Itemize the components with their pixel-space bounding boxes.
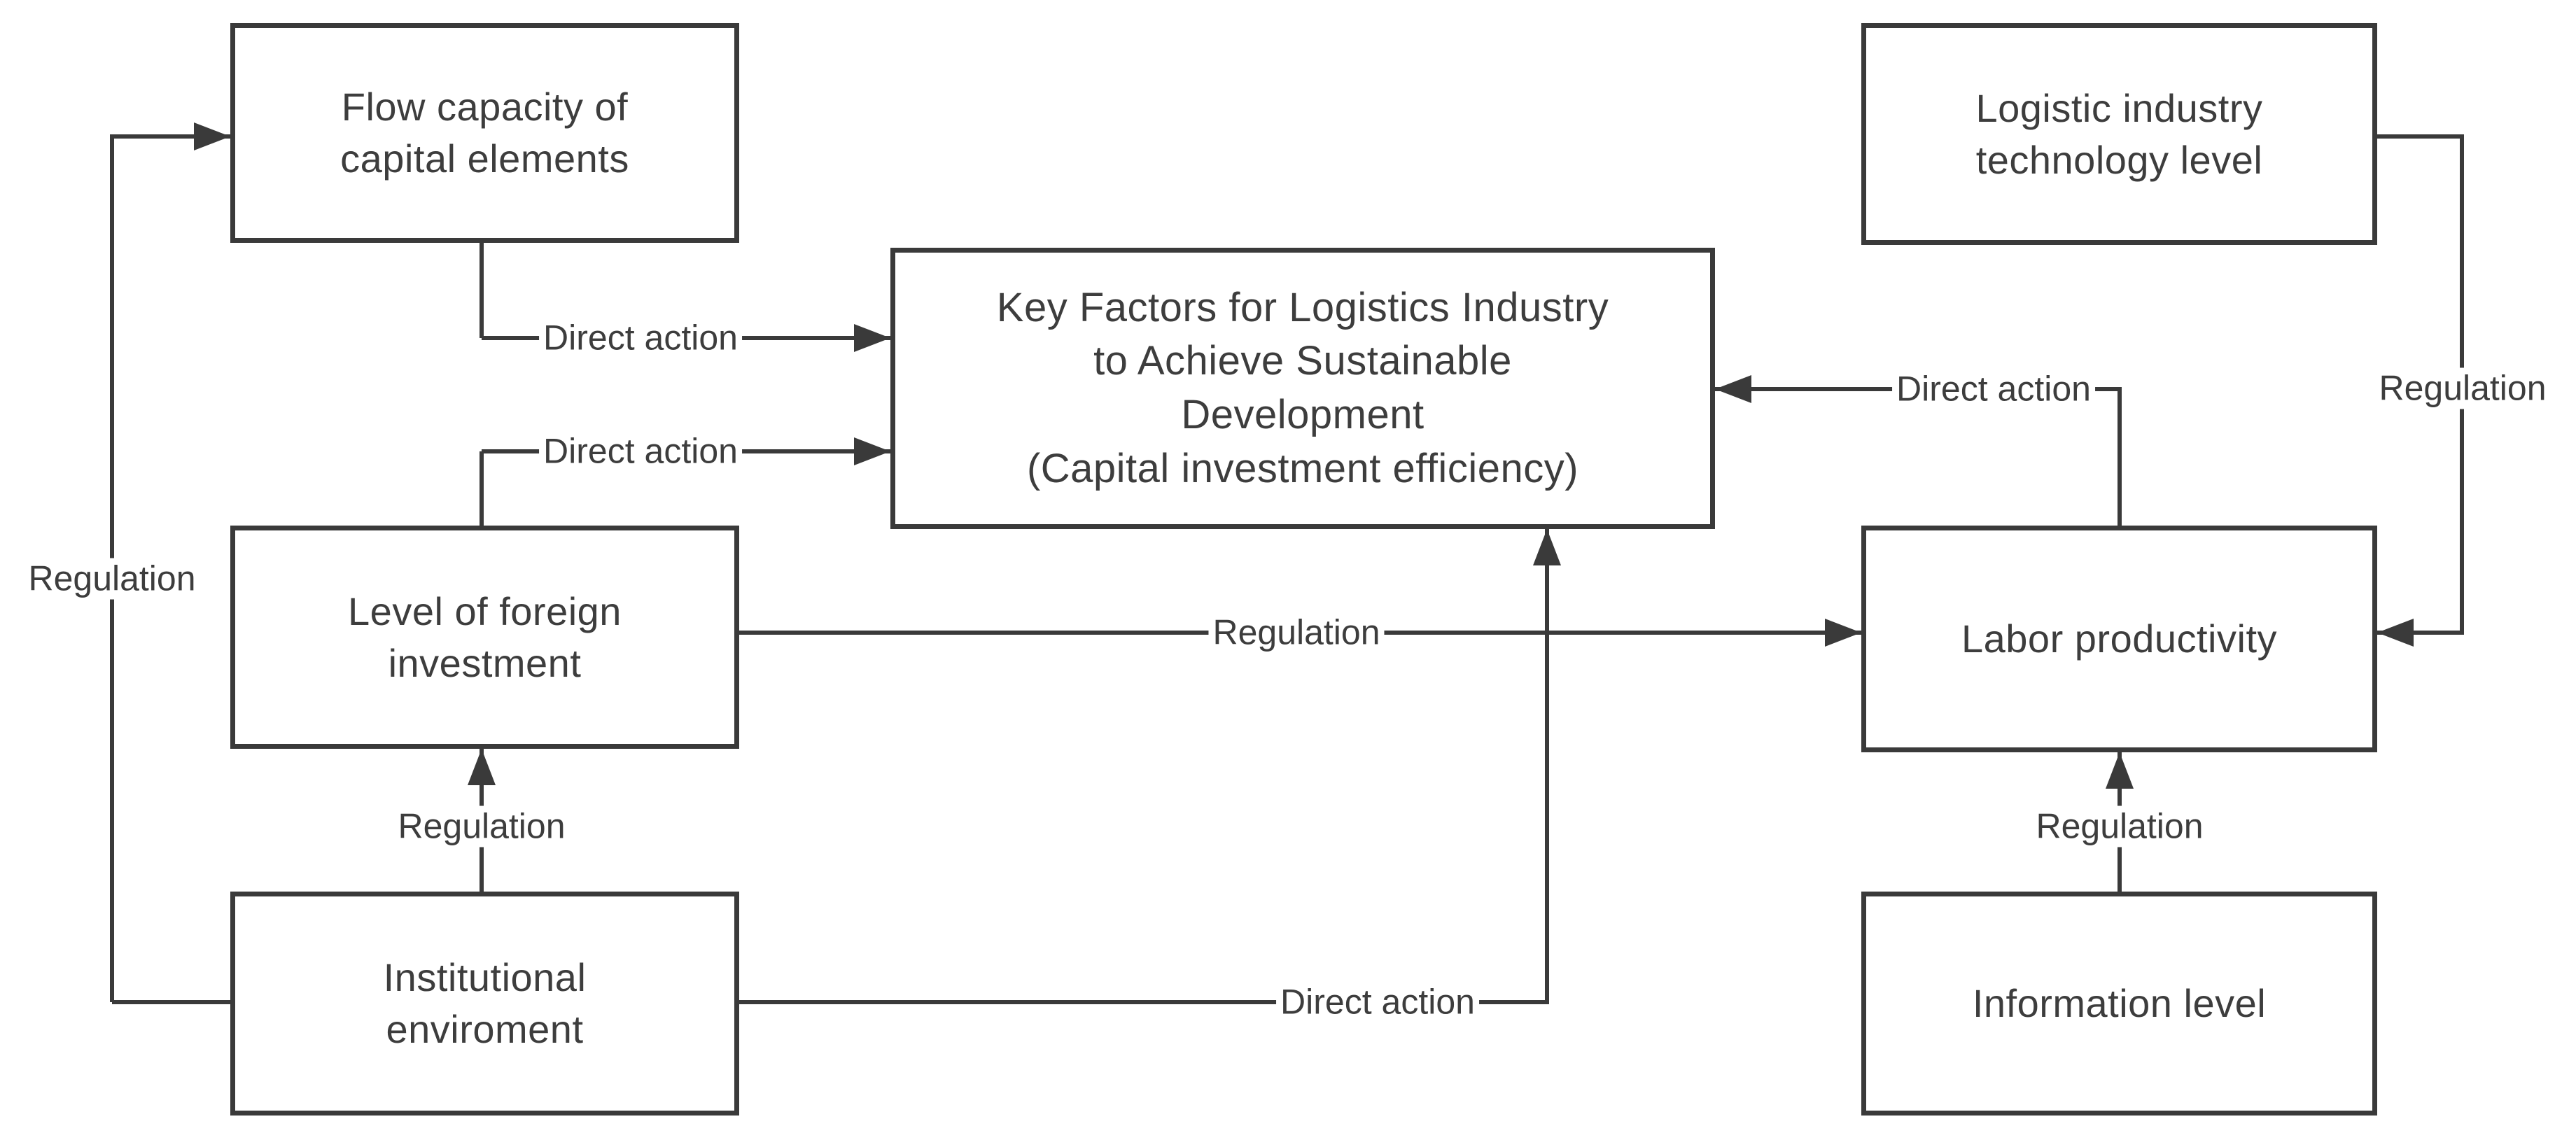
- edge-foreign-to-key-arrowhead-icon: [854, 437, 890, 465]
- edge-label-institutional-to-flow: Regulation: [24, 558, 200, 600]
- edge-foreign-to-key-vertical-segment: [479, 451, 484, 526]
- edge-institutional-to-flow-bottom-segment: [112, 1000, 230, 1004]
- edge-institutional-to-key-arrowhead-icon: [1533, 529, 1561, 565]
- edge-label-foreign-to-labor: Regulation: [1208, 612, 1385, 654]
- box-logistic-technology-level-label: Logistic industry technology level: [1975, 85, 2263, 182]
- edge-tech-to-labor-arrowhead-icon: [2377, 619, 2414, 647]
- edge-tech-to-labor-bottom-segment: [2377, 631, 2464, 635]
- edge-institutional-to-key-vertical-segment: [1545, 529, 1549, 1004]
- edge-label-institutional-to-key: Direct action: [1276, 981, 1479, 1023]
- box-foreign-investment: Level of foreign investment: [230, 526, 739, 749]
- box-labor-productivity: Labor productivity: [1861, 526, 2377, 752]
- edge-flow-to-key-vertical-segment: [479, 243, 484, 338]
- edge-label-flow-to-key: Direct action: [539, 317, 742, 359]
- edge-label-labor-to-key: Direct action: [1892, 368, 2095, 410]
- box-foreign-investment-label: Level of foreign investment: [348, 589, 622, 685]
- edge-institutional-to-key-horizontal-segment: [739, 1000, 1549, 1004]
- edge-labor-to-key-arrowhead-icon: [1715, 375, 1751, 403]
- box-key-factors: Key Factors for Logistics Industry to Ac…: [890, 248, 1715, 529]
- box-flow-capacity: Flow capacity of capital elements: [230, 23, 739, 243]
- box-flow-capacity-label: Flow capacity of capital elements: [340, 85, 629, 181]
- edge-label-tech-to-labor: Regulation: [2374, 367, 2551, 409]
- edge-label-institutional-to-foreign: Regulation: [393, 805, 570, 847]
- box-key-factors-label: Key Factors for Logistics Industry to Ac…: [996, 284, 1609, 491]
- box-information-level-label: Information level: [1972, 981, 2267, 1026]
- box-labor-productivity-label: Labor productivity: [1961, 617, 2277, 661]
- edge-foreign-to-labor-arrowhead-icon: [1825, 619, 1861, 647]
- box-institutional-environment: Institutional enviroment: [230, 892, 739, 1116]
- edge-label-foreign-to-key: Direct action: [539, 430, 742, 472]
- edge-institutional-to-foreign-arrowhead-icon: [468, 749, 496, 785]
- edge-flow-to-key-arrowhead-icon: [854, 324, 890, 352]
- edge-institutional-to-flow-top-segment: [112, 134, 230, 139]
- edge-label-info-to-labor: Regulation: [2031, 805, 2208, 847]
- edge-info-to-labor-arrowhead-icon: [2106, 752, 2134, 789]
- box-institutional-environment-label: Institutional enviroment: [383, 955, 587, 1051]
- edge-institutional-to-flow-arrowhead-icon: [194, 122, 230, 150]
- box-information-level: Information level: [1861, 892, 2377, 1116]
- box-logistic-technology-level: Logistic industry technology level: [1861, 23, 2377, 245]
- edge-tech-to-labor-top-segment: [2377, 134, 2464, 139]
- edge-labor-to-key-vertical-segment: [2118, 387, 2122, 526]
